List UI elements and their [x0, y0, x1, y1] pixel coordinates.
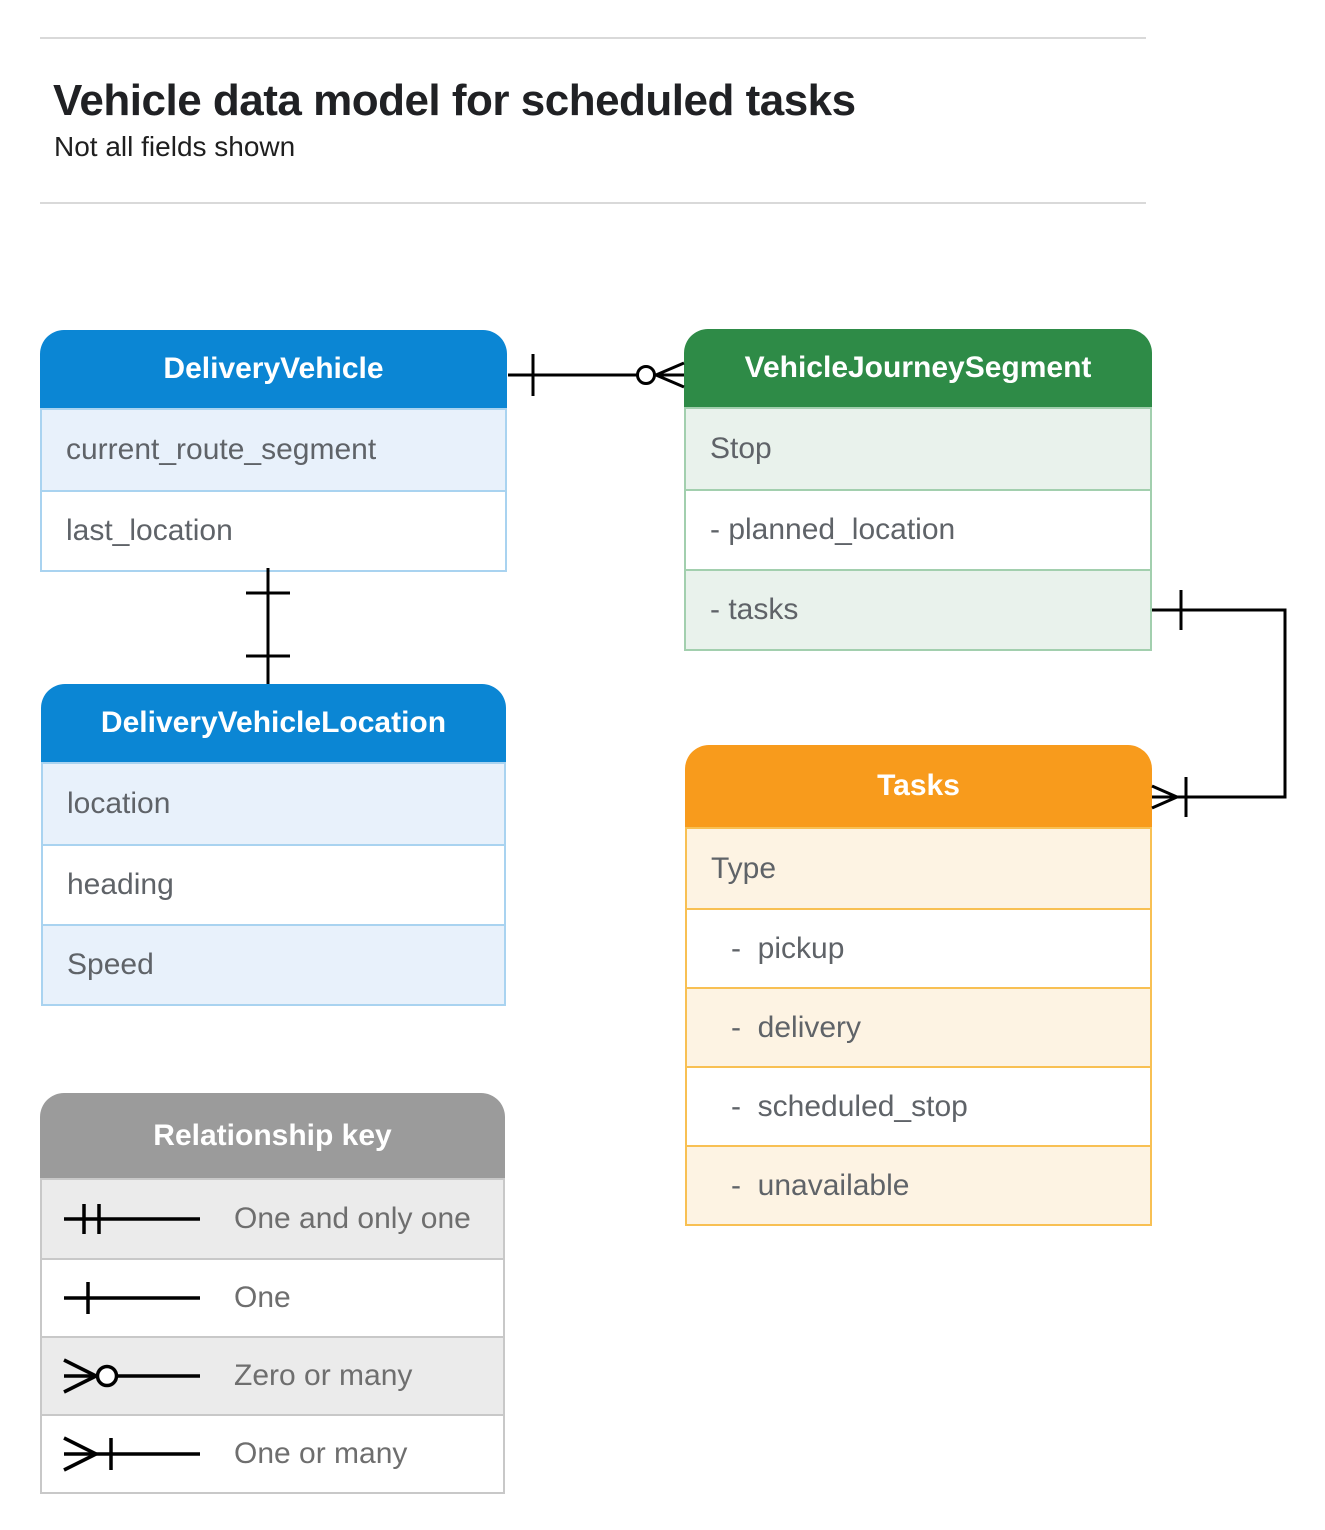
entity-fields: Type - pickup - delivery - scheduled_sto… — [685, 827, 1152, 1226]
field-row: Stop — [686, 409, 1150, 489]
relationship-key: Relationship key One and only one One Ze… — [40, 1093, 505, 1494]
subtitle-divider — [40, 202, 1146, 204]
field-row: Type — [687, 829, 1150, 908]
field-row: last_location — [42, 490, 505, 570]
field-row: current_route_segment — [42, 410, 505, 490]
one-and-only-one-icon — [64, 1204, 200, 1234]
page-title: Vehicle data model for scheduled tasks — [53, 76, 856, 125]
field-row: - planned_location — [686, 489, 1150, 569]
entity-fields: current_route_segment last_location — [40, 408, 507, 572]
top-divider — [40, 37, 1146, 39]
legend-row: One — [42, 1258, 503, 1336]
entity-title: DeliveryVehicleLocation — [41, 684, 506, 762]
entity-fields: location heading Speed — [41, 762, 506, 1006]
entity-fields: Stop - planned_location - tasks — [684, 407, 1152, 651]
entity-title: DeliveryVehicle — [40, 330, 507, 408]
field-row: location — [43, 764, 504, 844]
entity-title: Tasks — [685, 745, 1152, 827]
page-subtitle: Not all fields shown — [54, 131, 296, 162]
crow-foot-marker — [1151, 784, 1178, 810]
entity-title: VehicleJourneySegment — [684, 329, 1152, 407]
zero-or-many-icon — [63, 1358, 200, 1394]
legend-row: One and only one — [42, 1180, 503, 1258]
legend-label: One or many — [234, 1437, 408, 1470]
one-or-many-icon — [63, 1436, 200, 1472]
field-row: - pickup — [687, 908, 1150, 987]
field-row: heading — [43, 844, 504, 924]
field-row: Speed — [43, 924, 504, 1004]
connector-vehiclejourneysegment-tasks — [1151, 590, 1287, 817]
entity-delivery-vehicle-location: DeliveryVehicleLocation location heading… — [41, 684, 506, 1006]
legend-row: Zero or many — [42, 1336, 503, 1414]
connector-deliveryvehicle-deliveryvehiclelocation — [246, 568, 290, 684]
field-row: - scheduled_stop — [687, 1066, 1150, 1145]
zero-marker — [636, 365, 656, 385]
relationship-key-title: Relationship key — [40, 1093, 505, 1178]
legend-row: One or many — [42, 1414, 503, 1492]
legend-label: Zero or many — [234, 1359, 413, 1392]
connector-deliveryvehicle-vehiclejourneysegment — [508, 354, 685, 396]
relationship-key-rows: One and only one One Zero or many One or… — [40, 1178, 505, 1494]
one-icon — [64, 1282, 200, 1314]
field-row: - tasks — [686, 569, 1150, 649]
crow-foot-marker — [655, 361, 685, 389]
legend-label: One — [234, 1281, 291, 1314]
field-row: - delivery — [687, 987, 1150, 1066]
legend-label: One and only one — [234, 1202, 471, 1235]
field-row: - unavailable — [687, 1145, 1150, 1224]
entity-delivery-vehicle: DeliveryVehicle current_route_segment la… — [40, 330, 507, 572]
entity-vehicle-journey-segment: VehicleJourneySegment Stop - planned_loc… — [684, 329, 1152, 651]
entity-tasks: Tasks Type - pickup - delivery - schedul… — [685, 745, 1152, 1226]
